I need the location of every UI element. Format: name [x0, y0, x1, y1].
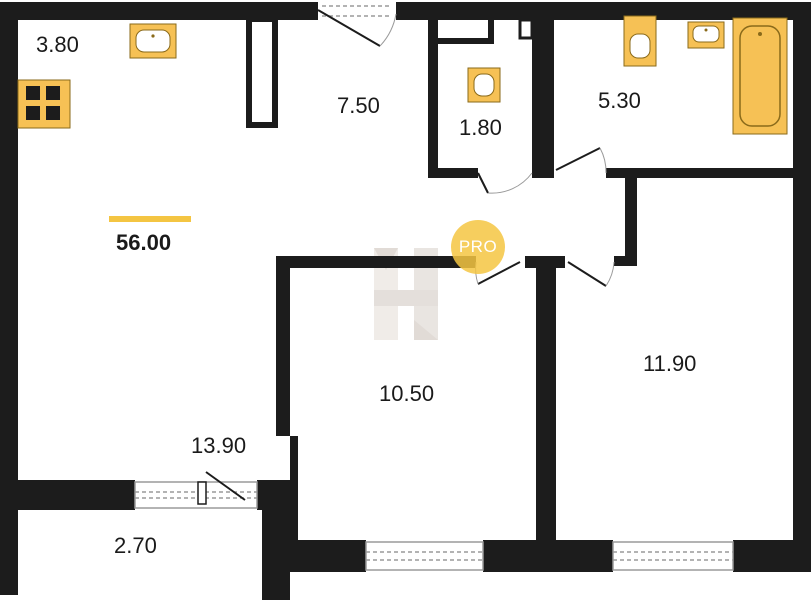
total-area-underline: [109, 216, 191, 222]
bathroom-area-label: 5.30: [598, 88, 641, 113]
toilet-icon: [467, 67, 501, 103]
bathtub-icon: [732, 17, 788, 135]
hallway-area-label: 7.50: [337, 93, 380, 118]
interior-walls: [246, 16, 793, 546]
toilet-area-label: 1.80: [459, 115, 502, 140]
kitchen-area-label: 3.80: [36, 32, 79, 57]
bathroom-toilet-icon: [623, 15, 657, 67]
bedroom-1-area-label: 10.50: [379, 381, 435, 406]
pro-badge: PRO: [451, 220, 505, 274]
total-area-label: 56.00: [116, 230, 172, 255]
pro-badge-label: PRO: [458, 237, 498, 256]
stove-icon: [17, 79, 71, 129]
windows: [134, 5, 734, 571]
basin-icon: [687, 21, 725, 49]
doors: [197, 9, 615, 505]
bedroom-2-area-label: 11.90: [643, 351, 697, 376]
kitchen-sink-icon: [129, 23, 177, 59]
living-room-area-label: 13.90: [191, 433, 247, 458]
balcony-area-label: 2.70: [114, 533, 157, 558]
